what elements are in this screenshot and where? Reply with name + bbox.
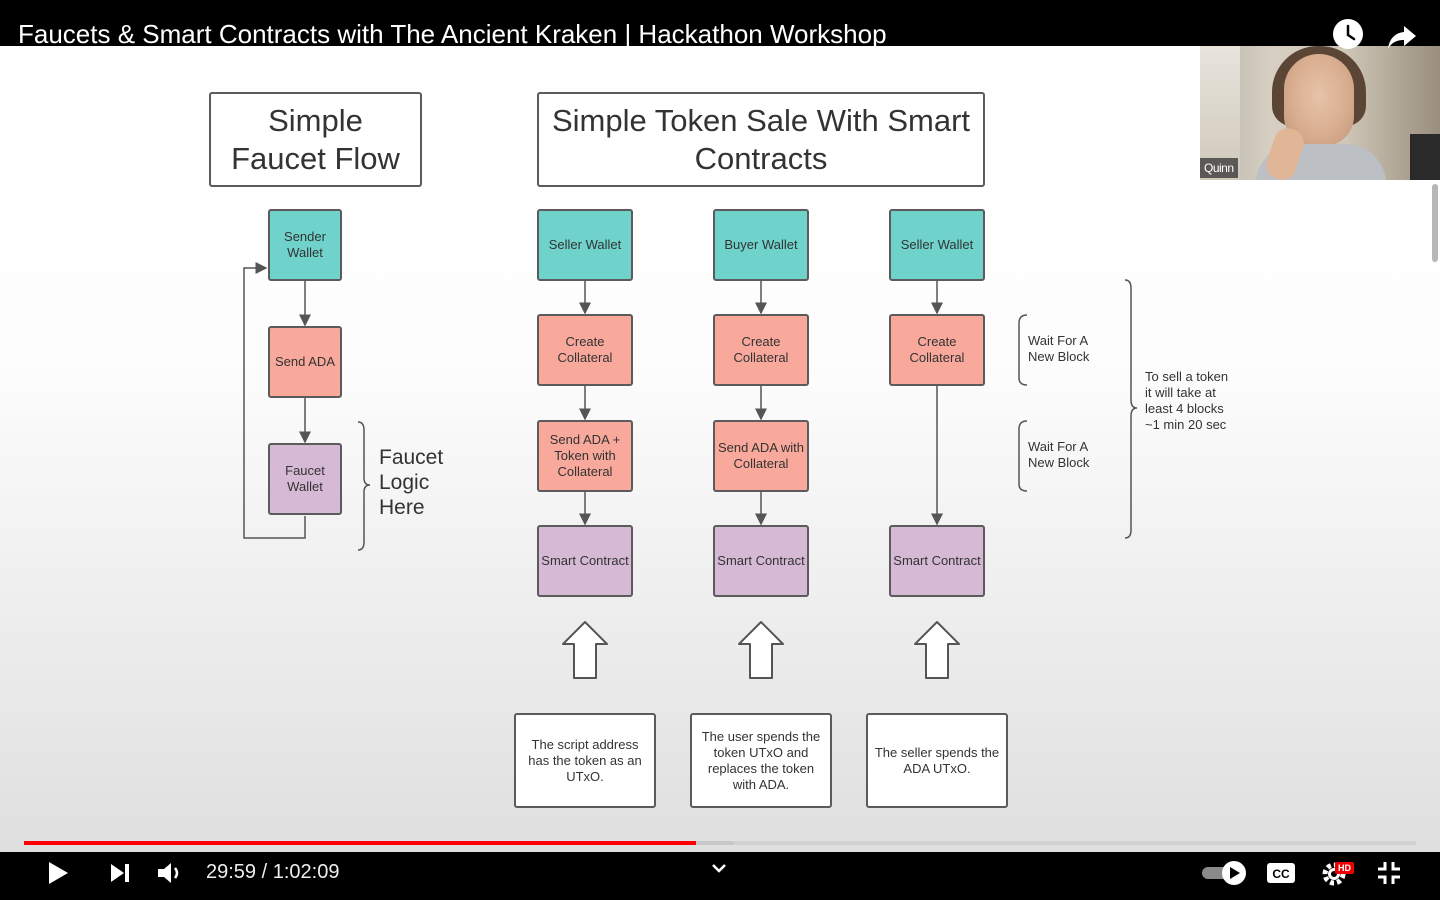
sender-wallet-node: Sender Wallet: [268, 209, 342, 281]
chevron-down-icon[interactable]: [710, 862, 728, 876]
create-collateral-node: Create Collateral: [713, 314, 809, 386]
watch-later-icon[interactable]: [1332, 18, 1364, 50]
script-address-note: The script address has the token as an U…: [514, 713, 656, 808]
blocks-summary-note: To sell a token it will take at least 4 …: [1145, 369, 1229, 432]
time-separator: /: [256, 861, 273, 883]
play-icon[interactable]: [46, 860, 70, 886]
smart-contract-node: Smart Contract: [889, 525, 985, 597]
webcam-overlay: Quinn: [1200, 46, 1440, 180]
smart-contract-node: Smart Contract: [713, 525, 809, 597]
settings-icon[interactable]: [1320, 860, 1348, 888]
token-sale-title: Simple Token Sale With Smart Contracts: [537, 92, 985, 187]
pip-picture-frame: [1410, 134, 1440, 180]
share-icon[interactable]: [1386, 20, 1418, 52]
up-arrow-icon: [914, 621, 960, 679]
seller-spends-note: The seller spends the ADA UTxO.: [866, 713, 1008, 808]
seller-wallet-node: Seller Wallet: [889, 209, 985, 281]
create-collateral-node: Create Collateral: [537, 314, 633, 386]
player-controls: [0, 852, 1440, 900]
wait-block-note: Wait For A New Block: [1028, 333, 1090, 364]
svg-text:CC: CC: [1272, 867, 1290, 881]
faucet-flow-title: Simple Faucet Flow: [209, 92, 422, 187]
buyer-wallet-node: Buyer Wallet: [713, 209, 809, 281]
faucet-wallet-node: Faucet Wallet: [268, 443, 342, 515]
time-display: 29:59 / 1:02:09: [206, 860, 339, 884]
up-arrow-icon: [738, 621, 784, 679]
title-bar: [0, 0, 1440, 46]
send-ada-collateral-node: Send ADA with Collateral: [713, 420, 809, 492]
current-time: 29:59: [206, 861, 257, 883]
progress-played: [24, 841, 697, 845]
duration: 1:02:09: [272, 861, 340, 883]
exit-fullscreen-icon[interactable]: [1376, 860, 1402, 886]
volume-icon[interactable]: [156, 860, 184, 886]
scrollbar-thumb[interactable]: [1432, 184, 1438, 262]
user-spends-note: The user spends the token UTxO and repla…: [690, 713, 832, 808]
autoplay-toggle-icon[interactable]: [1200, 860, 1250, 886]
wait-block-note: Wait For A New Block: [1028, 439, 1090, 470]
participant-name: Quinn: [1200, 158, 1238, 178]
video-title[interactable]: Faucets & Smart Contracts with The Ancie…: [18, 19, 887, 49]
send-ada-node: Send ADA: [268, 326, 342, 398]
smart-contract-node: Smart Contract: [537, 525, 633, 597]
hd-badge: HD: [1335, 862, 1354, 874]
create-collateral-node: Create Collateral: [889, 314, 985, 386]
pip-bookshelf: [1200, 46, 1240, 180]
next-icon[interactable]: [108, 862, 132, 884]
up-arrow-icon: [562, 621, 608, 679]
captions-icon[interactable]: CC: [1266, 861, 1296, 885]
seller-wallet-node: Seller Wallet: [537, 209, 633, 281]
progress-bar[interactable]: [24, 841, 1416, 845]
send-ada-token-node: Send ADA + Token with Collateral: [537, 420, 633, 492]
faucet-logic-note: Faucet Logic Here: [379, 446, 444, 519]
